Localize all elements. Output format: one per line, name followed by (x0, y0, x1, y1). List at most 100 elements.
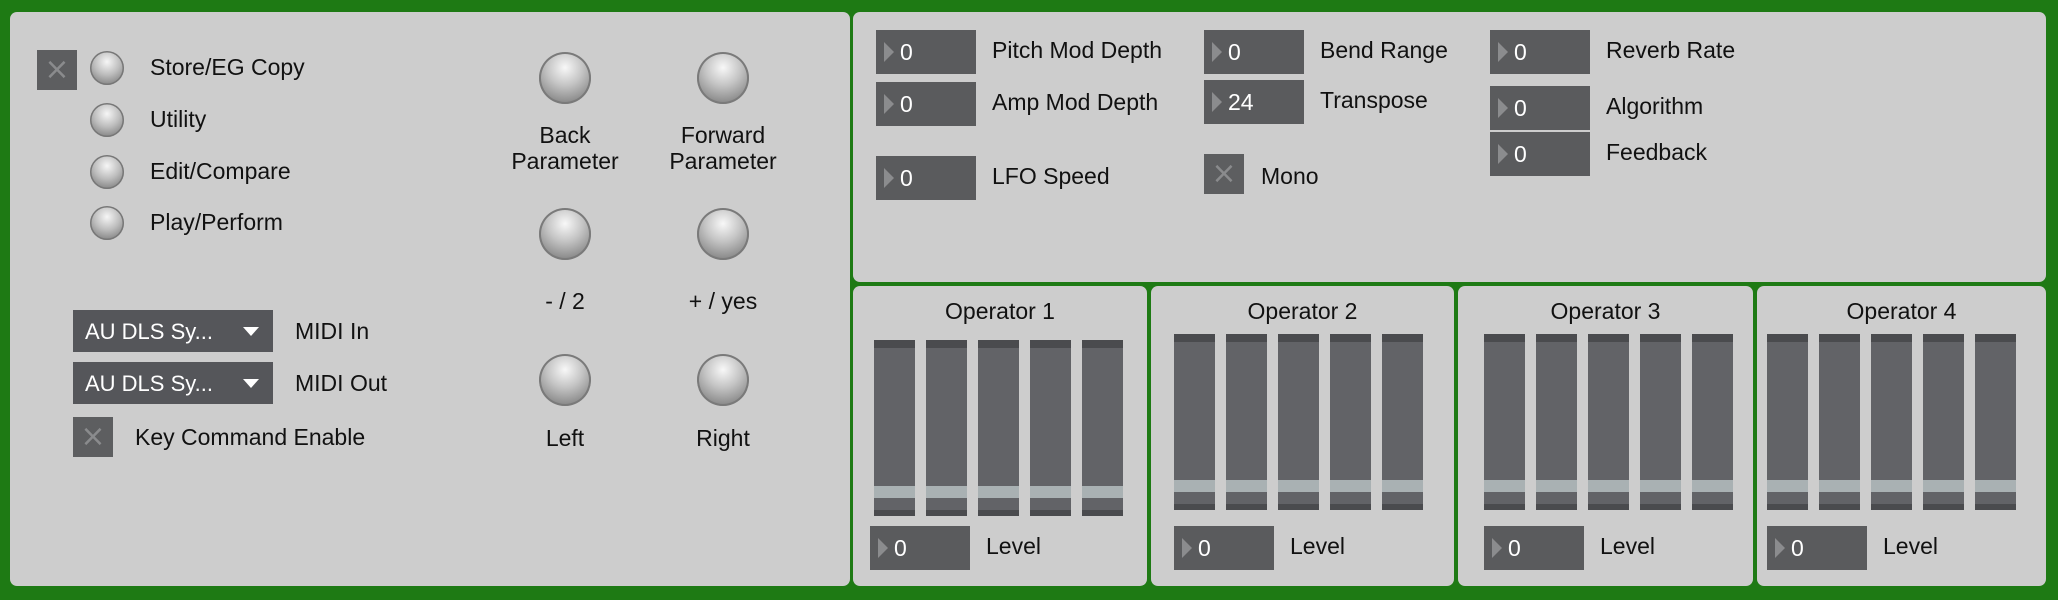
operator-slider-2[interactable] (1536, 334, 1577, 510)
slider-thumb[interactable] (1174, 480, 1215, 492)
operator-slider-2[interactable] (1226, 334, 1267, 510)
mono-label: Mono (1261, 163, 1319, 189)
operator-slider-3[interactable] (1871, 334, 1912, 510)
store-eg-copy-button[interactable] (90, 51, 124, 85)
utility-label: Utility (150, 106, 207, 132)
operator-slider-2[interactable] (1819, 334, 1860, 510)
slider-thumb[interactable] (1588, 480, 1629, 492)
slider-thumb[interactable] (1923, 480, 1964, 492)
mono-toggle-x-icon[interactable]: × (1204, 154, 1244, 194)
operator-slider-5[interactable] (1382, 334, 1423, 510)
algorithm-value: 0 (1514, 95, 1527, 121)
operator-slider-4[interactable] (1330, 334, 1371, 510)
reverb-rate-field[interactable]: 0 (1490, 30, 1590, 74)
operator-level-value: 0 (1198, 535, 1211, 561)
operator-level-field[interactable]: 0 (870, 526, 970, 570)
slider-group (1484, 334, 1734, 510)
operator-1-panel: Operator 1 0 Level (853, 286, 1147, 586)
operator-slider-5[interactable] (1082, 340, 1123, 516)
operator-slider-4[interactable] (1640, 334, 1681, 510)
store-toggle-x-icon[interactable]: × (37, 50, 77, 90)
left-button[interactable] (539, 354, 591, 406)
slider-thumb[interactable] (1082, 486, 1123, 498)
operator-slider-5[interactable] (1975, 334, 2016, 510)
operator-slider-1[interactable] (1174, 334, 1215, 510)
slider-thumb[interactable] (1536, 480, 1577, 492)
slider-thumb[interactable] (1975, 480, 2016, 492)
slider-thumb[interactable] (1819, 480, 1860, 492)
triangle-right-icon (1492, 538, 1502, 558)
pitch-mod-depth-label: Pitch Mod Depth (992, 37, 1163, 63)
chevron-down-icon (243, 327, 259, 336)
edit-compare-button[interactable] (90, 155, 124, 189)
back-label-line1: Back (539, 122, 591, 148)
slider-thumb[interactable] (1382, 480, 1423, 492)
amp-mod-depth-label: Amp Mod Depth (992, 89, 1159, 115)
lfo-speed-field[interactable]: 0 (876, 156, 976, 200)
amp-mod-depth-value: 0 (900, 91, 913, 117)
reverb-rate-label: Reverb Rate (1606, 37, 1736, 63)
slider-thumb[interactable] (1030, 486, 1071, 498)
triangle-right-icon (884, 94, 894, 114)
right-button[interactable] (697, 354, 749, 406)
operator-slider-4[interactable] (1923, 334, 1964, 510)
slider-thumb[interactable] (1226, 480, 1267, 492)
operator-title: Operator 1 (945, 298, 1055, 324)
amp-mod-depth-field[interactable]: 0 (876, 82, 976, 126)
operator-slider-3[interactable] (978, 340, 1019, 516)
back-label-line2: Parameter (511, 148, 619, 174)
operator-slider-1[interactable] (874, 340, 915, 516)
back-parameter-button[interactable] (539, 52, 591, 104)
forward-parameter-button[interactable] (697, 52, 749, 104)
global-params-panel: 0 Pitch Mod Depth 0 Amp Mod Depth 0 LFO … (853, 12, 2046, 282)
operator-level-field[interactable]: 0 (1174, 526, 1274, 570)
minus-label: - / 2 (545, 288, 585, 314)
midi-in-dropdown[interactable]: AU DLS Sy... (73, 310, 273, 352)
operator-3-panel: Operator 3 0 Level (1458, 286, 1753, 586)
midi-out-value: AU DLS Sy... (85, 371, 213, 396)
operator-slider-2[interactable] (926, 340, 967, 516)
left-panel: × Store/EG Copy Utility Edit/Compare Pla… (10, 12, 850, 586)
operator-slider-1[interactable] (1767, 334, 1808, 510)
slider-thumb[interactable] (1640, 480, 1681, 492)
slider-thumb[interactable] (1330, 480, 1371, 492)
transpose-label: Transpose (1320, 87, 1428, 113)
key-command-toggle-x-icon[interactable]: × (73, 417, 113, 457)
play-perform-button[interactable] (90, 206, 124, 240)
right-label: Right (696, 425, 750, 451)
plus-button[interactable] (697, 208, 749, 260)
slider-thumb[interactable] (1871, 480, 1912, 492)
operator-level-label: Level (1600, 533, 1655, 559)
operator-slider-5[interactable] (1692, 334, 1733, 510)
operator-level-field[interactable]: 0 (1767, 526, 1867, 570)
bend-range-value: 0 (1228, 39, 1241, 65)
triangle-right-icon (884, 168, 894, 188)
utility-button[interactable] (90, 103, 124, 137)
bend-range-field[interactable]: 0 (1204, 30, 1304, 74)
slider-thumb[interactable] (874, 486, 915, 498)
triangle-right-icon (1498, 98, 1508, 118)
algorithm-field[interactable]: 0 (1490, 86, 1590, 130)
operator-slider-1[interactable] (1484, 334, 1525, 510)
minus-button[interactable] (539, 208, 591, 260)
slider-thumb[interactable] (1484, 480, 1525, 492)
triangle-right-icon (1212, 92, 1222, 112)
lfo-speed-value: 0 (900, 165, 913, 191)
forward-parameter-label: Forward Parameter (653, 122, 793, 174)
slider-thumb[interactable] (1278, 480, 1319, 492)
operator-slider-3[interactable] (1278, 334, 1319, 510)
transpose-field[interactable]: 24 (1204, 80, 1304, 124)
triangle-right-icon (884, 42, 894, 62)
operator-level-field[interactable]: 0 (1484, 526, 1584, 570)
triangle-right-icon (1182, 538, 1192, 558)
slider-thumb[interactable] (1767, 480, 1808, 492)
slider-thumb[interactable] (1692, 480, 1733, 492)
operator-slider-4[interactable] (1030, 340, 1071, 516)
reverb-rate-value: 0 (1514, 39, 1527, 65)
operator-slider-3[interactable] (1588, 334, 1629, 510)
feedback-field[interactable]: 0 (1490, 132, 1590, 176)
slider-thumb[interactable] (926, 486, 967, 498)
slider-thumb[interactable] (978, 486, 1019, 498)
pitch-mod-depth-field[interactable]: 0 (876, 30, 976, 74)
midi-out-dropdown[interactable]: AU DLS Sy... (73, 362, 273, 404)
